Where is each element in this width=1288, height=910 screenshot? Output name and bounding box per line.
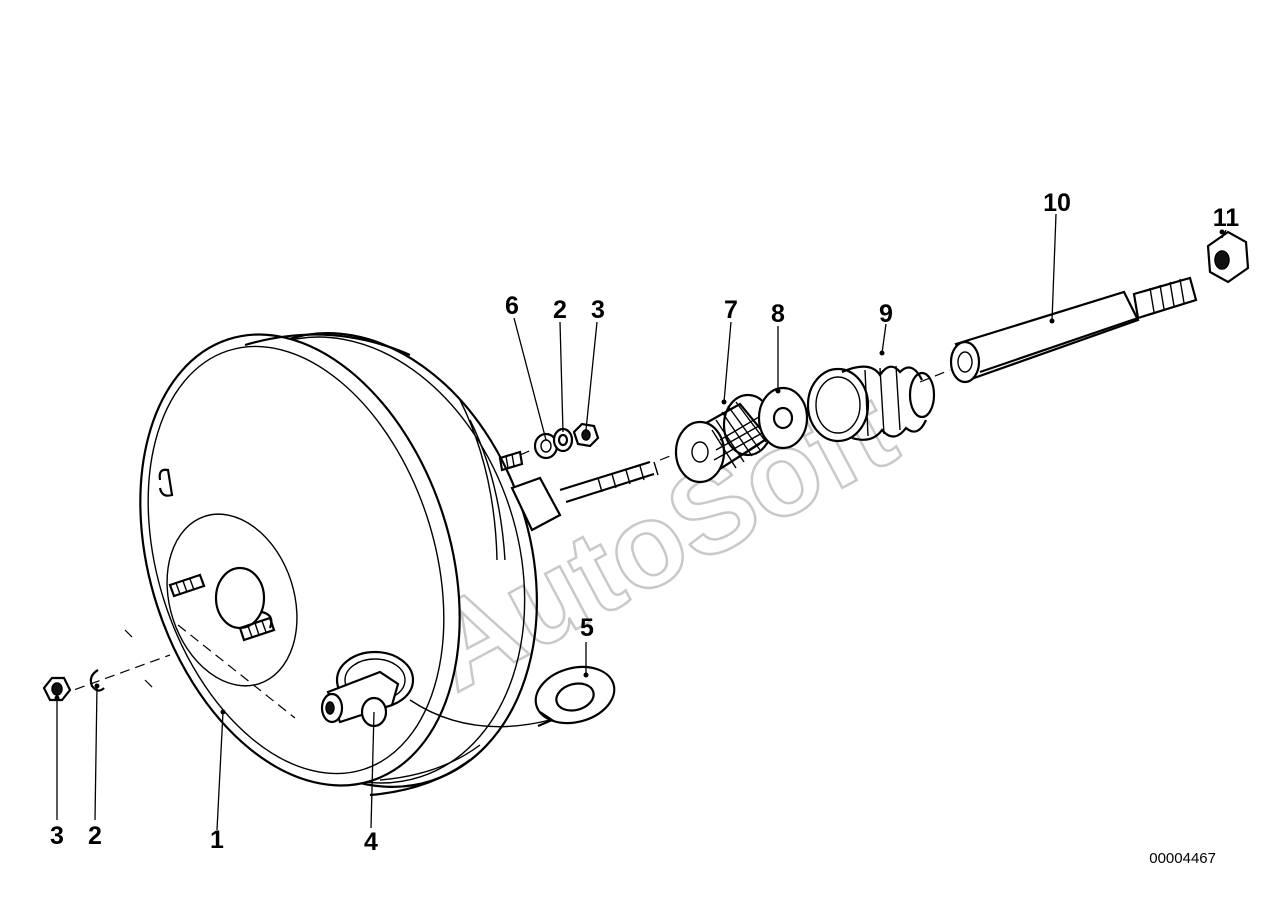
- callout-5: 5: [580, 614, 594, 642]
- face-stud-lower: [238, 616, 276, 642]
- callout-2-left: 2: [88, 822, 102, 850]
- callout-9: 9: [879, 300, 893, 328]
- callout-1: 1: [210, 826, 224, 854]
- air-filter: [674, 393, 774, 484]
- callout-4: 4: [364, 828, 378, 856]
- callout-7: 7: [724, 296, 738, 324]
- callout-3-top: 3: [591, 296, 605, 324]
- callout-11: 11: [1213, 204, 1240, 232]
- damper-disc: [757, 386, 809, 450]
- grommet: [409, 665, 616, 728]
- vacuum-check-valve: [320, 650, 415, 728]
- callout-10: 10: [1043, 189, 1071, 217]
- callout-3-left: 3: [50, 822, 64, 850]
- sleeve-tube: [949, 276, 1198, 384]
- hardware-top: [533, 422, 600, 460]
- callout-6: 6: [505, 292, 519, 320]
- callout-8: 8: [771, 300, 785, 328]
- face-stud-upper: [168, 573, 206, 598]
- nut-left: [42, 676, 72, 702]
- document-id: 00004467: [1149, 850, 1216, 867]
- booster-pushrod: [498, 450, 659, 532]
- callout-2-top: 2: [553, 296, 567, 324]
- nut-right: [1206, 229, 1250, 284]
- rubber-boot: [806, 350, 936, 443]
